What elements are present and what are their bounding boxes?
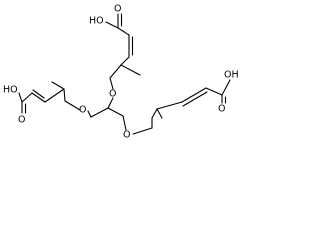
- bond-top-methyl: [120, 64, 141, 76]
- bond-right-o-c5: [132, 127, 153, 135]
- atom-left-ether-oxygen: O: [79, 105, 86, 116]
- bond-right-c3-c2: [156, 101, 183, 110]
- bond-right-c2-c1-a: [181, 87, 207, 103]
- bond-right-hydroxyl: [221, 79, 231, 96]
- bond-left-c3-c2-b: [32, 89, 45, 99]
- bond-left-methyl: [51, 81, 65, 90]
- atom-right-carbonyl-oxygen: O: [218, 104, 225, 115]
- atom-top-hydroxyl: HO: [89, 16, 104, 27]
- bond-top-c1-c2: [117, 27, 130, 36]
- bond-core-c3-o: [122, 115, 127, 131]
- bond-core-c1-c2: [90, 107, 109, 118]
- bond-right-c4-c3: [151, 108, 158, 119]
- bond-center-o-c2: [107, 97, 114, 109]
- atom-left-hydroxyl: HO: [3, 85, 18, 96]
- bond-left-o-c5: [64, 100, 81, 111]
- atom-right-hydroxyl: OH: [224, 70, 239, 81]
- bond-right-c1-cooh: [205, 87, 223, 96]
- atom-center-ether-oxygen: O: [109, 89, 116, 100]
- bond-left-hydroxyl: [18, 92, 23, 103]
- structure-diagram: O HO O O O HO O OH O: [0, 0, 256, 149]
- bond-top-c4-c5: [109, 64, 122, 79]
- atom-top-carbonyl-oxygen: O: [114, 4, 121, 15]
- molecule-svg: O HO O O O HO O OH O: [3, 4, 239, 141]
- bond-left-c2-c1: [21, 92, 33, 103]
- bond-right-methyl: [156, 108, 163, 119]
- bond-left-c4-c3: [44, 88, 65, 103]
- bond-right-c2-c1-b: [182, 91, 208, 107]
- bond-core-c1-o: [87, 110, 92, 118]
- bond-top-c5-o: [109, 77, 114, 90]
- bond-top-c3-c4: [120, 56, 130, 66]
- bond-left-c3-c2-a: [31, 92, 46, 103]
- bond-left-c5-c4: [63, 88, 66, 102]
- bond-core-c2-c3: [107, 107, 124, 117]
- atom-left-carbonyl-oxygen: O: [18, 115, 25, 126]
- atom-right-ether-oxygen: O: [123, 130, 130, 141]
- bond-top-hydroxyl: [105, 21, 119, 29]
